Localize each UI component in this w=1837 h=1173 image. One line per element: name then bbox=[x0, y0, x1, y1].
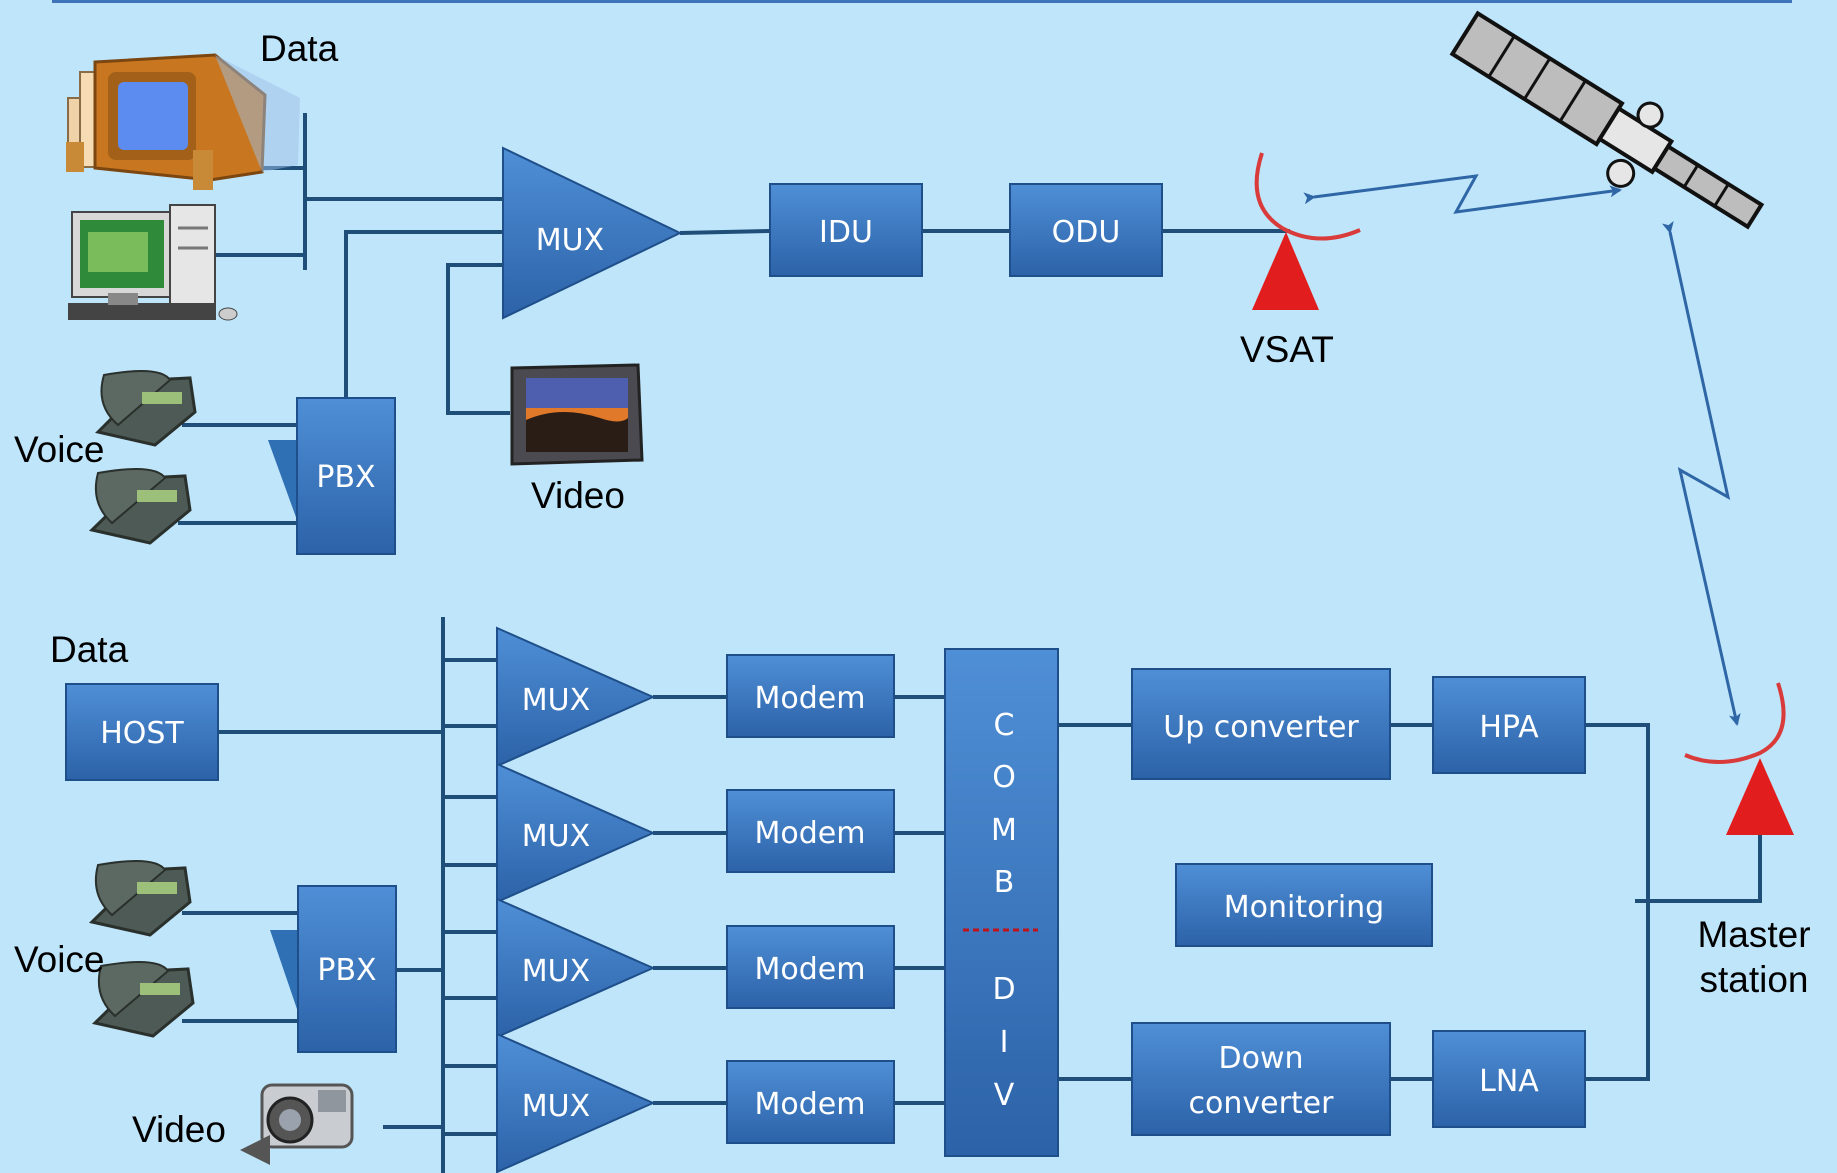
video-label-bottom: Video bbox=[132, 1109, 226, 1150]
svg-text:O: O bbox=[992, 760, 1016, 795]
hpa-block: HPA bbox=[1432, 676, 1586, 774]
camcorder-icon bbox=[240, 1083, 354, 1165]
data-label-top: Data bbox=[260, 28, 339, 69]
mux-block-remote: MUX bbox=[502, 146, 683, 320]
svg-text:Down: Down bbox=[1218, 1041, 1303, 1076]
radio-links bbox=[1303, 174, 1741, 726]
monitoring-block: Monitoring bbox=[1175, 863, 1433, 947]
host-label: HOST bbox=[100, 716, 184, 751]
svg-text:C: C bbox=[994, 708, 1015, 743]
svg-text:Monitoring: Monitoring bbox=[1224, 890, 1384, 925]
telephone-icon bbox=[88, 860, 192, 937]
lna-block: LNA bbox=[1432, 1030, 1586, 1128]
vsat-label: VSAT bbox=[1240, 329, 1334, 370]
telephone-icon bbox=[95, 370, 197, 447]
svg-text:M: M bbox=[991, 813, 1017, 848]
pbx-label: PBX bbox=[317, 953, 376, 988]
svg-text:MUX: MUX bbox=[522, 1089, 590, 1124]
desktop-computer-icon bbox=[68, 204, 238, 321]
up-converter-block: Up converter bbox=[1131, 668, 1391, 780]
comb-div-block: C O M B D I V bbox=[944, 648, 1059, 1157]
svg-text:converter: converter bbox=[1189, 1086, 1335, 1121]
crt-computer-icon bbox=[66, 53, 300, 190]
svg-text:Up converter: Up converter bbox=[1163, 710, 1359, 745]
svg-text:I: I bbox=[1000, 1025, 1009, 1060]
mux-label: MUX bbox=[536, 223, 604, 258]
video-label-top: Video bbox=[531, 475, 625, 516]
telephone-icon bbox=[88, 468, 192, 545]
satellite-icon bbox=[1449, 10, 1765, 230]
host-block: HOST bbox=[65, 683, 219, 781]
modem-block: Modem bbox=[726, 654, 895, 738]
idu-label: IDU bbox=[819, 215, 873, 250]
svg-text:V: V bbox=[994, 1078, 1015, 1113]
odu-block: ODU bbox=[1009, 183, 1163, 277]
master-station-label-1: Master bbox=[1697, 914, 1810, 955]
svg-text:HPA: HPA bbox=[1479, 710, 1539, 745]
mux-block: MUX bbox=[496, 626, 656, 768]
dish-antenna-icon bbox=[1252, 152, 1361, 310]
svg-text:B: B bbox=[994, 865, 1015, 900]
svg-text:D: D bbox=[992, 972, 1015, 1007]
pbx-block-master: PBX bbox=[270, 885, 397, 1053]
svg-text:Modem: Modem bbox=[755, 1087, 866, 1122]
master-station-label-2: station bbox=[1699, 959, 1808, 1000]
svg-text:MUX: MUX bbox=[522, 954, 590, 989]
voice-label-bottom: Voice bbox=[14, 939, 105, 980]
down-converter-block: Down converter bbox=[1131, 1022, 1391, 1136]
mux-block: MUX bbox=[496, 1032, 656, 1173]
video-monitor-icon bbox=[510, 363, 644, 466]
svg-text:Modem: Modem bbox=[755, 681, 866, 716]
svg-text:MUX: MUX bbox=[522, 683, 590, 718]
svg-text:MUX: MUX bbox=[522, 819, 590, 854]
pbx-label: PBX bbox=[316, 460, 375, 495]
svg-text:LNA: LNA bbox=[1479, 1064, 1539, 1099]
svg-text:Modem: Modem bbox=[755, 952, 866, 987]
odu-label: ODU bbox=[1052, 215, 1121, 250]
data-label-bottom: Data bbox=[50, 629, 129, 670]
dish-antenna-icon bbox=[1684, 682, 1794, 835]
modem-block: Modem bbox=[726, 925, 895, 1009]
pbx-block-remote: PBX bbox=[268, 397, 396, 555]
telephone-icon bbox=[91, 961, 195, 1038]
mux-block: MUX bbox=[496, 897, 656, 1039]
modem-block: Modem bbox=[726, 789, 895, 873]
svg-text:Modem: Modem bbox=[755, 816, 866, 851]
voice-label-top: Voice bbox=[14, 429, 105, 470]
idu-block: IDU bbox=[769, 183, 923, 277]
mux-block: MUX bbox=[496, 762, 656, 904]
connection-lines-bottom bbox=[182, 617, 1762, 1173]
modem-block: Modem bbox=[726, 1060, 895, 1144]
